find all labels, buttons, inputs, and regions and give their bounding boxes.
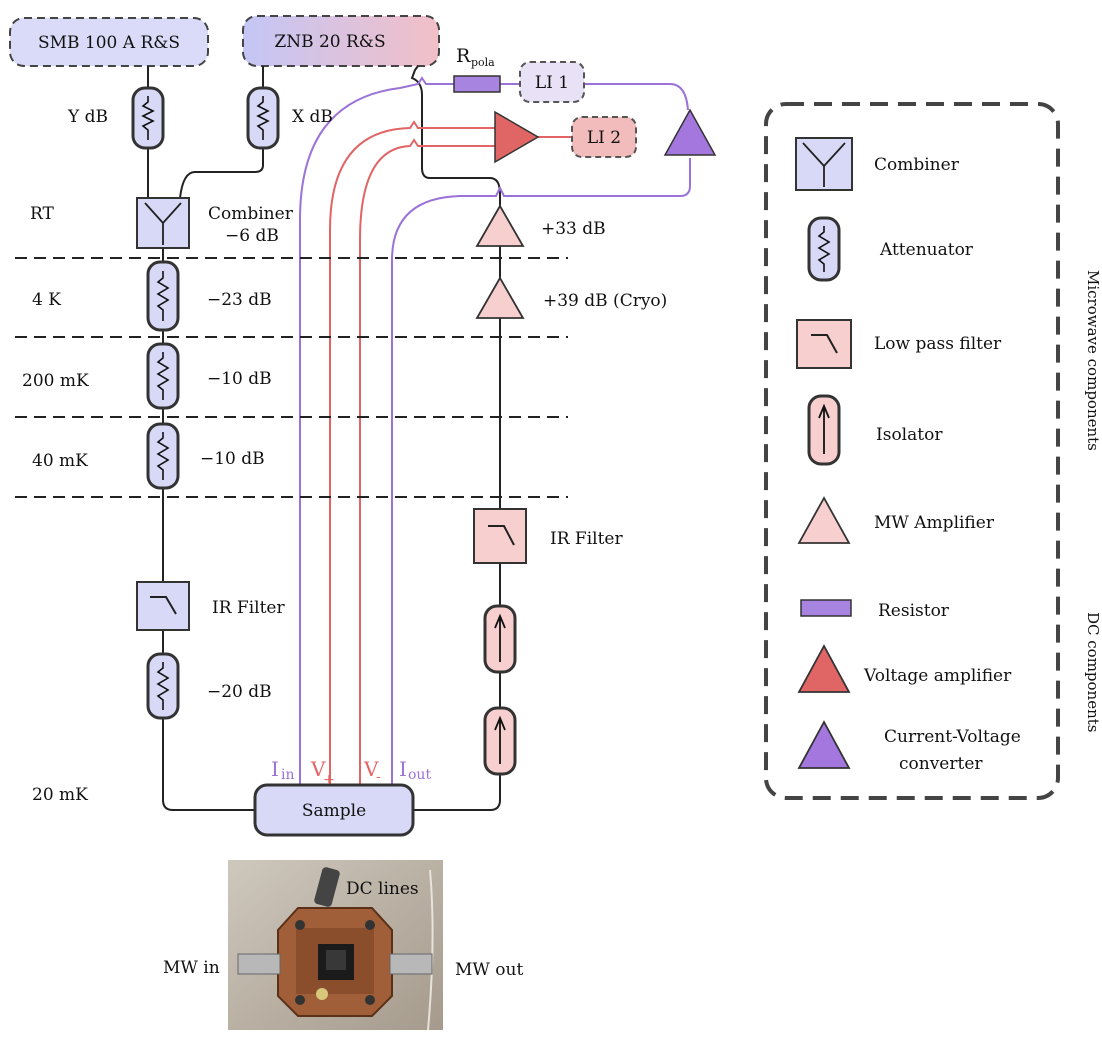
legend-isolator-label: Isolator: [876, 425, 943, 445]
attenuator-20mk: [146, 652, 180, 720]
legend-low-pass-symbol: [796, 319, 852, 369]
attenuator-40mk: [146, 422, 180, 490]
li2-instrument: LI 2: [571, 116, 637, 158]
legend-mw-amp-symbol: [797, 496, 851, 544]
mw-amplifier-cryo: [475, 276, 525, 319]
mw-amplifier-rt: [475, 204, 525, 247]
rpola-resistor: [453, 75, 501, 93]
legend-panel: Combiner Attenuator Low pass filter Isol…: [764, 102, 1060, 800]
vp-sub: +: [323, 772, 335, 788]
vm-label: V: [363, 757, 379, 781]
atten-200mk-label: −10 dB: [207, 369, 272, 389]
temperature-stage-dividers: [15, 257, 568, 498]
combiner-label: Combiner: [208, 204, 294, 224]
amp-rt-label: +33 dB: [541, 219, 606, 239]
legend-resistor-label: Resistor: [878, 601, 950, 621]
stage-rt: RT: [30, 204, 55, 224]
combiner: [136, 197, 190, 249]
smb-label: SMB 100 A R&S: [38, 33, 180, 53]
znb-instrument: ZNB 20 R&S: [242, 15, 440, 67]
legend-mw-amp-label: MW Amplifier: [874, 513, 995, 533]
right-mw-line: [410, 65, 501, 811]
li1-label: LI 1: [535, 73, 569, 93]
iv-converter: [663, 108, 717, 156]
side-label-microwave: Microwave components: [1084, 270, 1102, 451]
side-label-dc: DC components: [1084, 612, 1102, 732]
dc-line-labels: I in V + V - I out: [271, 757, 431, 788]
attenuator-4k: [146, 260, 180, 332]
ir-filter-left: [136, 581, 190, 631]
smb-instrument: SMB 100 A R&S: [9, 17, 209, 67]
legend-voltage-amp-label: Voltage amplifier: [863, 666, 1012, 686]
legend-attenuator-symbol: [807, 216, 841, 282]
ir-filter-right-label: IR Filter: [550, 529, 623, 549]
left-mw-line: [147, 66, 264, 811]
iin-label: I: [271, 757, 279, 781]
legend-iv-converter-symbol: [797, 720, 851, 769]
attenuator-x: [246, 86, 280, 150]
atten-20mk-label: −20 dB: [207, 682, 272, 702]
attenuator-y: [131, 86, 165, 150]
atten-40mk-label: −10 dB: [200, 449, 265, 469]
isolator-upper: [483, 604, 517, 674]
voltage-amplifier: [494, 110, 540, 164]
rpola-main: R: [456, 45, 471, 67]
ir-filter-right: [473, 508, 527, 564]
sample-photo: DC lines: [228, 860, 443, 1031]
atten-4k-label: −23 dB: [207, 290, 272, 310]
stage-4k: 4 K: [32, 290, 61, 310]
photo-mw-out-label: MW out: [455, 960, 523, 980]
stage-200mk: 200 mK: [22, 371, 89, 391]
dc-lines: [299, 76, 691, 785]
amp-cryo-label: +39 dB (Cryo): [543, 291, 667, 311]
li2-label: LI 2: [587, 128, 621, 148]
x-db-label: X dB: [292, 107, 333, 127]
legend-voltage-amp-symbol: [797, 644, 851, 693]
sample-box: Sample: [253, 783, 415, 837]
iin-sub: in: [281, 767, 295, 783]
attenuator-200mk: [146, 342, 180, 410]
y-db-label: Y dB: [67, 107, 108, 127]
legend-attenuator-label: Attenuator: [879, 240, 974, 260]
rpola-sub: pola: [471, 56, 495, 69]
legend-isolator-symbol: [807, 394, 841, 466]
znb-label: ZNB 20 R&S: [274, 32, 385, 52]
legend-resistor-symbol: [800, 599, 852, 617]
stage-40mk: 40 mK: [32, 451, 88, 471]
legend-combiner-label: Combiner: [874, 155, 960, 175]
stage-labels: RT 4 K 200 mK 40 mK 20 mK: [22, 204, 89, 805]
combiner-db-label: −6 dB: [225, 226, 279, 246]
legend-iv-line2: converter: [899, 754, 983, 774]
iout-label: I: [399, 757, 407, 781]
li1-instrument: LI 1: [519, 61, 585, 103]
legend-iv-line1: Current-Voltage: [884, 727, 1021, 747]
rpola-label: R pola: [456, 45, 495, 69]
vm-sub: -: [376, 769, 381, 785]
legend-low-pass-label: Low pass filter: [874, 334, 1002, 354]
photo-dc-lines-label: DC lines: [346, 879, 419, 899]
sample-label: Sample: [302, 801, 366, 821]
left-labels: Y dB X dB Combiner −6 dB −23 dB −10 dB −…: [67, 107, 667, 702]
legend-combiner-symbol: [795, 137, 853, 191]
stage-20mk: 20 mK: [32, 785, 88, 805]
photo-mw-in-label: MW in: [163, 958, 220, 978]
isolator-lower: [483, 706, 517, 776]
ir-filter-left-label: IR Filter: [212, 598, 285, 618]
iout-sub: out: [408, 767, 431, 783]
vp-label: V: [310, 757, 326, 781]
